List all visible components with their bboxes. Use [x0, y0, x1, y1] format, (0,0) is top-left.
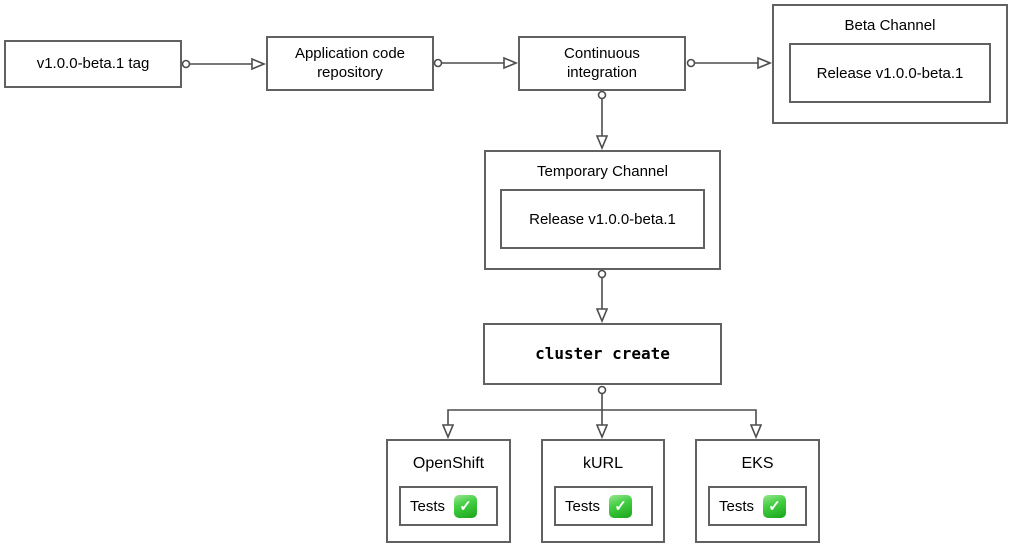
node-openshift: OpenShift Tests ✓: [386, 439, 511, 543]
node-temporary-channel: Temporary Channel Release v1.0.0-beta.1: [484, 150, 721, 270]
node-cluster-create: cluster create: [483, 323, 722, 385]
connector-origin-dot: [686, 58, 696, 68]
tests-label: Tests: [565, 497, 601, 515]
connector-tag-to-repo: [181, 57, 267, 71]
arrowhead-icon: [251, 57, 267, 71]
arrowhead-icon: [595, 135, 609, 151]
node-label: Release v1.0.0-beta.1: [529, 210, 676, 228]
check-mark-icon: ✓: [609, 494, 633, 518]
container-title: kURL: [582, 455, 623, 472]
connector-ci-to-beta-channel: [686, 56, 773, 70]
connector-origin-dot: [433, 58, 443, 68]
node-openshift-tests: Tests ✓: [399, 486, 498, 526]
connector-origin-dot: [597, 269, 607, 279]
node-eks: EKS Tests ✓: [695, 439, 820, 543]
arrowhead-icon: [595, 308, 609, 324]
check-mark-icon: ✓: [454, 494, 478, 518]
node-version-tag: v1.0.0-beta.1 tag: [4, 40, 182, 88]
container-title: Beta Channel: [844, 17, 936, 34]
connector-origin-dot: [597, 90, 607, 100]
node-beta-channel: Beta Channel Release v1.0.0-beta.1: [772, 4, 1008, 124]
connector-line: [447, 394, 757, 425]
tests-label: Tests: [410, 497, 446, 515]
node-kurl-tests: Tests ✓: [554, 486, 653, 526]
check-mark-icon: ✓: [763, 494, 787, 518]
arrowhead-icon: [503, 56, 519, 70]
node-label: v1.0.0-beta.1 tag: [36, 54, 150, 72]
arrowhead-icon: [757, 56, 773, 70]
node-beta-release: Release v1.0.0-beta.1: [789, 43, 991, 103]
connector-ci-to-temporary-channel: [595, 90, 609, 151]
connector-repo-to-ci: [433, 56, 519, 70]
node-label: Release v1.0.0-beta.1: [816, 64, 964, 82]
connector-cluster-create-to-platforms: [441, 385, 763, 440]
node-temporary-release: Release v1.0.0-beta.1: [500, 189, 705, 249]
container-title: OpenShift: [412, 455, 485, 472]
connector-temporary-channel-to-cluster-create: [595, 269, 609, 324]
node-continuous-integration: Continuous integration: [518, 36, 686, 91]
arrowhead-icon: [441, 424, 455, 440]
node-kurl: kURL Tests ✓: [541, 439, 665, 543]
connector-origin-dot: [597, 385, 607, 395]
node-application-code-repository: Application code repository: [266, 36, 434, 91]
container-title: Temporary Channel: [537, 163, 668, 180]
arrowhead-icon: [595, 424, 609, 440]
container-title: EKS: [741, 455, 774, 472]
node-eks-tests: Tests ✓: [708, 486, 807, 526]
tests-label: Tests: [719, 497, 755, 515]
connector-origin-dot: [181, 59, 191, 69]
arrowhead-icon: [749, 424, 763, 440]
node-label: Application code repository: [294, 44, 406, 81]
node-label: cluster create: [535, 344, 670, 363]
node-label: Continuous integration: [564, 44, 640, 81]
